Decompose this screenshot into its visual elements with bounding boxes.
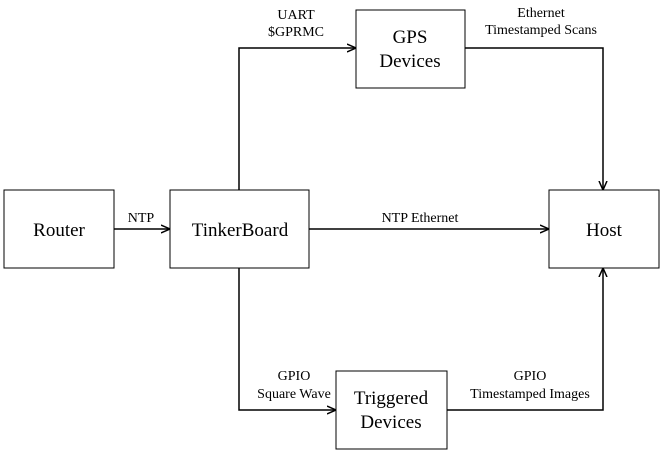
edges xyxy=(114,48,603,410)
edge-tinkerboard-to-gps xyxy=(238,48,356,190)
node-triggered-devices: Triggered Devices xyxy=(335,370,448,450)
node-triggered-label-line1: Triggered xyxy=(354,388,429,409)
node-router-label: Router xyxy=(33,220,85,241)
edge-tinkerboard-gps-label-line1: UART xyxy=(277,8,315,23)
node-gps-label-line1: GPS xyxy=(393,27,428,48)
edge-tinkerboard-host-label: NTP Ethernet xyxy=(382,211,459,226)
node-gps-devices: GPS Devices xyxy=(355,9,466,89)
node-host: Host xyxy=(548,189,660,269)
edge-tinkerboard-gps-label-line2: $GPRMC xyxy=(268,25,324,40)
edge-triggered-to-host xyxy=(447,268,603,411)
edge-gps-host-label-line1: Ethernet xyxy=(517,6,565,21)
edge-triggered-host-label-line2: Timestamped Images xyxy=(470,387,590,402)
edge-gps-to-host xyxy=(465,47,603,190)
edge-router-tinkerboard-label: NTP xyxy=(128,211,155,226)
node-tinkerboard: TinkerBoard xyxy=(169,189,310,269)
edge-tinkerboard-triggered-label-line2: Square Wave xyxy=(257,387,331,402)
edge-tinkerboard-triggered-label-line1: GPIO xyxy=(278,369,311,384)
node-triggered-label-line2: Devices xyxy=(360,412,421,433)
node-host-label: Host xyxy=(586,220,623,241)
node-tinkerboard-label: TinkerBoard xyxy=(192,220,289,241)
node-router: Router xyxy=(3,189,115,269)
edge-gps-host-label-line2: Timestamped Scans xyxy=(485,23,597,38)
edge-triggered-host-label-line1: GPIO xyxy=(514,369,547,384)
node-gps-label-line2: Devices xyxy=(379,51,440,72)
edge-tinkerboard-to-triggered xyxy=(238,268,336,410)
edge-labels: NTP UART $GPRMC Ethernet Timestamped Sca… xyxy=(128,6,597,402)
